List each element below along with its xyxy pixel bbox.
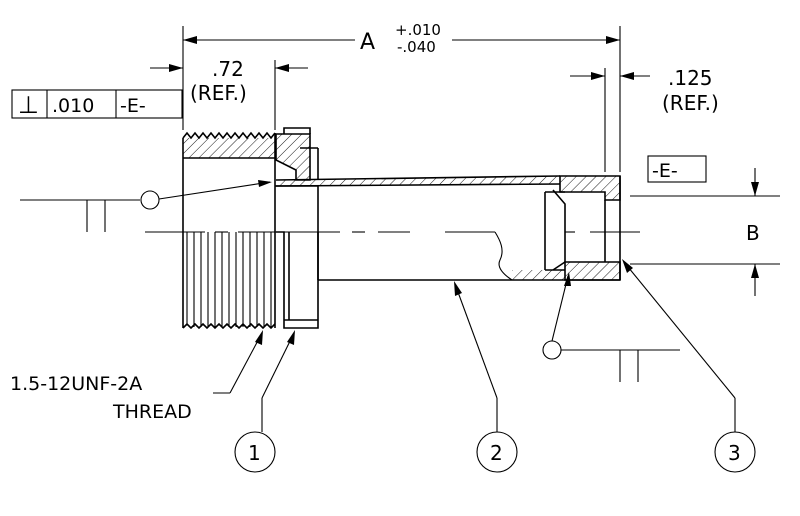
dimension-125-value: .125 (668, 66, 713, 90)
end-socket (512, 175, 621, 281)
balloon-2: 2 (454, 281, 518, 473)
dimension-72-ref: (REF.) (190, 81, 247, 105)
dimension-a-tol-minus: -.040 (397, 38, 436, 56)
datum-e-tag: -E- (647, 155, 707, 183)
dimension-72: .72 (REF.) (150, 57, 308, 130)
thread-callout-line2: THREAD (112, 401, 192, 423)
dimension-125-ref: (REF.) (662, 91, 719, 115)
thread-helix-lines (186, 232, 272, 327)
balloon-1-label: 1 (248, 441, 261, 465)
dimension-a: A +.010 -.040 (182, 21, 621, 172)
thread-callout-line1: 1.5-12UNF-2A (10, 373, 142, 395)
perpendicularity-symbol: ⊥ (18, 91, 39, 119)
fcf-tolerance: .010 (52, 95, 94, 117)
thread-bottom-teeth (182, 322, 276, 330)
thread-section-hatch (183, 138, 275, 158)
tube-body (275, 175, 561, 281)
thread-callout: 1.5-12UNF-2A THREAD (10, 330, 263, 423)
dimension-125: .125 (REF.) (570, 66, 719, 172)
fcf-datum: -E- (120, 95, 146, 117)
datum-e-label: -E- (652, 160, 678, 182)
balloon-3-label: 3 (728, 441, 741, 465)
dimension-b: B (630, 168, 780, 296)
surface-symbol-right (542, 272, 680, 382)
dimension-a-tol-plus: +.010 (395, 21, 441, 39)
thread-top-teeth (182, 131, 276, 140)
dimension-72-value: .72 (212, 57, 244, 81)
dimension-b-label: B (746, 221, 760, 245)
surface-symbol-left (20, 180, 272, 232)
balloon-3: 3 (622, 259, 756, 473)
balloon-1: 1 (234, 330, 295, 473)
feature-control-frame: ⊥ .010 -E- (11, 89, 183, 119)
dimension-a-label: A (360, 30, 375, 55)
flange-section-hatch (275, 133, 311, 181)
balloon-2-label: 2 (490, 441, 503, 465)
part-body (182, 127, 621, 330)
